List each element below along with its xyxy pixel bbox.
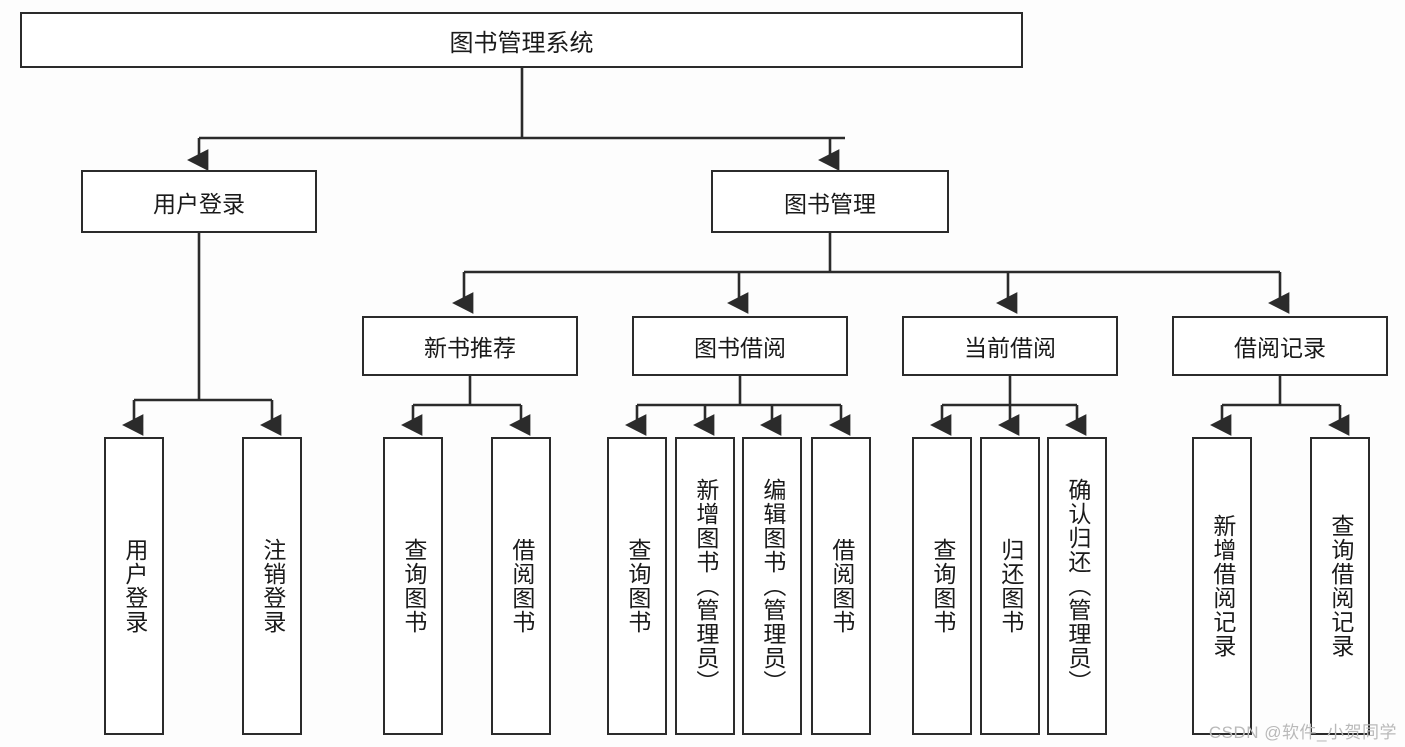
node-root[interactable]: 图书管理系统 <box>20 12 1023 68</box>
node-leaf-confirm-return[interactable]: 确认归还（管理员） <box>1047 437 1107 735</box>
node-new-book-recommend-label: 新书推荐 <box>424 335 516 361</box>
node-borrow-record[interactable]: 借阅记录 <box>1172 316 1388 376</box>
node-leaf-logout[interactable]: 注销登录 <box>242 437 302 735</box>
node-new-book-recommend[interactable]: 新书推荐 <box>362 316 578 376</box>
node-leaf-add-record[interactable]: 新增借阅记录 <box>1192 437 1252 735</box>
node-leaf-query-book-2[interactable]: 查询图书 <box>607 437 667 735</box>
node-leaf-query-book-1-label: 查询图书 <box>400 538 427 634</box>
node-leaf-return-book[interactable]: 归还图书 <box>980 437 1040 735</box>
node-current-borrow-label: 当前借阅 <box>964 335 1056 361</box>
node-book-borrow-label: 图书借阅 <box>694 335 786 361</box>
watermark-label: CSDN @软件_小贺同学 <box>1208 723 1397 742</box>
node-user-login-label: 用户登录 <box>153 190 245 217</box>
node-leaf-add-record-label: 新增借阅记录 <box>1209 514 1236 658</box>
node-leaf-borrow-book-2[interactable]: 借阅图书 <box>811 437 871 735</box>
node-root-label: 图书管理系统 <box>449 29 594 57</box>
node-leaf-edit-book[interactable]: 编辑图书（管理员） <box>742 437 802 735</box>
node-book-management-label: 图书管理 <box>784 190 876 217</box>
node-leaf-confirm-return-label: 确认归还（管理员） <box>1064 478 1091 694</box>
node-book-management[interactable]: 图书管理 <box>711 170 949 233</box>
node-leaf-borrow-book-2-label: 借阅图书 <box>828 538 855 634</box>
node-leaf-return-book-label: 归还图书 <box>997 538 1024 634</box>
node-current-borrow[interactable]: 当前借阅 <box>902 316 1118 376</box>
node-borrow-record-label: 借阅记录 <box>1234 335 1326 361</box>
node-leaf-add-book-label: 新增图书（管理员） <box>692 478 719 694</box>
node-leaf-logout-label: 注销登录 <box>259 538 286 634</box>
node-leaf-query-book-3-label: 查询图书 <box>929 538 956 634</box>
node-leaf-user-login[interactable]: 用户登录 <box>104 437 164 735</box>
node-leaf-borrow-book-1-label: 借阅图书 <box>508 538 535 634</box>
node-leaf-query-book-2-label: 查询图书 <box>624 538 651 634</box>
node-leaf-borrow-book-1[interactable]: 借阅图书 <box>491 437 551 735</box>
node-leaf-query-book-3[interactable]: 查询图书 <box>912 437 972 735</box>
node-leaf-add-book[interactable]: 新增图书（管理员） <box>675 437 735 735</box>
node-leaf-query-book-1[interactable]: 查询图书 <box>383 437 443 735</box>
node-user-login[interactable]: 用户登录 <box>81 170 317 233</box>
node-leaf-user-login-label: 用户登录 <box>121 538 148 634</box>
node-leaf-edit-book-label: 编辑图书（管理员） <box>759 478 786 694</box>
node-leaf-query-record[interactable]: 查询借阅记录 <box>1310 437 1370 735</box>
node-leaf-query-record-label: 查询借阅记录 <box>1327 514 1354 658</box>
node-book-borrow[interactable]: 图书借阅 <box>632 316 848 376</box>
